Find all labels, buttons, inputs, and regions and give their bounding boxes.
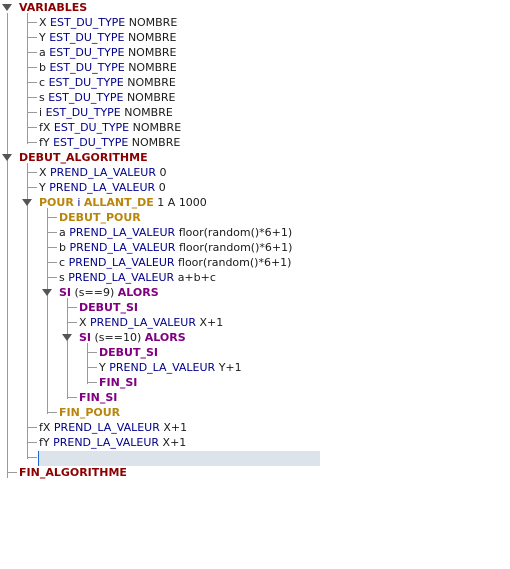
assignment-line[interactable]: b PREND_LA_VALEUR floor(random()*6+1) bbox=[59, 241, 293, 254]
if-begin[interactable]: DEBUT_SI bbox=[79, 301, 138, 314]
tree-node-algorithm[interactable]: DEBUT_ALGORITHME bbox=[2, 150, 148, 165]
if-begin[interactable]: DEBUT_SI bbox=[99, 346, 158, 359]
assignment-line[interactable]: fY PREND_LA_VALEUR X+1 bbox=[39, 436, 187, 449]
algorithm-end[interactable]: FIN_ALGORITHME bbox=[19, 466, 127, 479]
assignment-line[interactable]: Y PREND_LA_VALEUR Y+1 bbox=[99, 361, 242, 374]
var-declaration[interactable]: c EST_DU_TYPE NOMBRE bbox=[39, 76, 176, 89]
assignment-line[interactable]: a PREND_LA_VALEUR floor(random()*6+1) bbox=[59, 226, 293, 239]
triangle-down-icon[interactable] bbox=[2, 4, 12, 11]
tree-node-variables[interactable]: VARIABLES bbox=[2, 0, 87, 15]
assignment-line[interactable]: Y PREND_LA_VALEUR 0 bbox=[39, 181, 166, 194]
triangle-down-icon[interactable] bbox=[42, 289, 52, 296]
if-end[interactable]: FIN_SI bbox=[99, 376, 138, 389]
var-declaration[interactable]: fY EST_DU_TYPE NOMBRE bbox=[39, 136, 181, 149]
assignment-line[interactable]: c PREND_LA_VALEUR floor(random()*6+1) bbox=[59, 256, 292, 269]
text-caret bbox=[38, 451, 39, 466]
tree-node-if[interactable]: SI (s==9) ALORS bbox=[42, 285, 159, 300]
var-declaration[interactable]: i EST_DU_TYPE NOMBRE bbox=[39, 106, 173, 119]
assignment-line[interactable]: s PREND_LA_VALEUR a+b+c bbox=[59, 271, 216, 284]
var-declaration[interactable]: s EST_DU_TYPE NOMBRE bbox=[39, 91, 176, 104]
tree-node-for-loop[interactable]: POUR i ALLANT_DE 1 A 1000 bbox=[22, 195, 207, 210]
var-declaration[interactable]: b EST_DU_TYPE NOMBRE bbox=[39, 61, 177, 74]
assignment-line[interactable]: fX PREND_LA_VALEUR X+1 bbox=[39, 421, 188, 434]
tree-node-if[interactable]: SI (s==10) ALORS bbox=[62, 330, 186, 345]
assignment-line[interactable]: X PREND_LA_VALEUR 0 bbox=[39, 166, 167, 179]
var-declaration[interactable]: Y EST_DU_TYPE NOMBRE bbox=[39, 31, 177, 44]
triangle-down-icon[interactable] bbox=[2, 154, 12, 161]
var-declaration[interactable]: fX EST_DU_TYPE NOMBRE bbox=[39, 121, 182, 134]
triangle-down-icon[interactable] bbox=[22, 199, 32, 206]
assignment-line[interactable]: X PREND_LA_VALEUR X+1 bbox=[79, 316, 224, 329]
section-header: VARIABLES bbox=[19, 1, 88, 14]
loop-begin[interactable]: DEBUT_POUR bbox=[59, 211, 141, 224]
triangle-down-icon[interactable] bbox=[62, 334, 72, 341]
var-declaration[interactable]: a EST_DU_TYPE NOMBRE bbox=[39, 46, 177, 59]
if-end[interactable]: FIN_SI bbox=[79, 391, 118, 404]
loop-end[interactable]: FIN_POUR bbox=[59, 406, 121, 419]
section-header: DEBUT_ALGORITHME bbox=[19, 151, 148, 164]
selected-empty-row[interactable] bbox=[38, 451, 320, 466]
var-declaration[interactable]: X EST_DU_TYPE NOMBRE bbox=[39, 16, 178, 29]
